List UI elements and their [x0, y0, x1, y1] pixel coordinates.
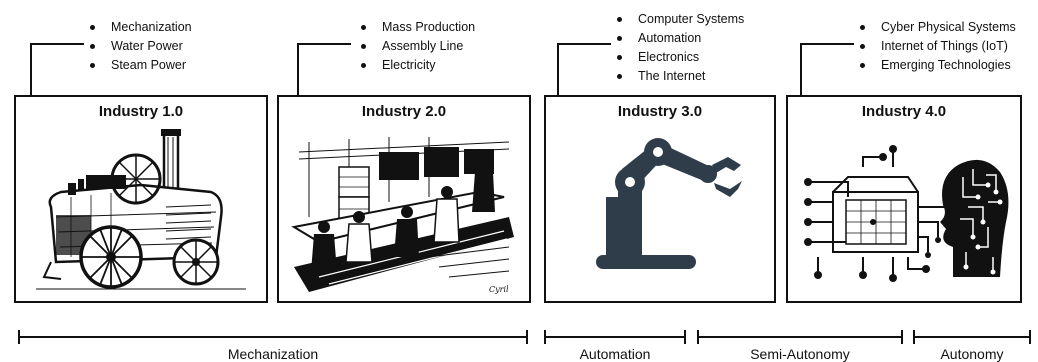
circuit-brain-head-icon	[804, 145, 1009, 282]
timeline-label-autonomy: Autonomy	[940, 346, 1004, 362]
card-industry-1: Industry 1.0	[14, 95, 268, 303]
card-title: Industry 3.0	[617, 103, 703, 120]
card-title: Industry 1.0	[98, 103, 184, 120]
feature-item: Assembly Line	[356, 37, 475, 56]
timeline-segment-semi-autonomy	[697, 330, 903, 344]
timeline-label-automation: Automation	[579, 346, 651, 362]
feature-list-industry-2: Mass Production Assembly Line Electricit…	[356, 18, 475, 75]
feature-item: Cyber Physical Systems	[855, 18, 1016, 37]
assembly-line-illustration: Cyril	[291, 137, 514, 294]
feature-item: The Internet	[612, 67, 744, 86]
card-title: Industry 2.0	[361, 103, 447, 120]
feature-item: Internet of Things (IoT)	[855, 37, 1016, 56]
robot-arm-icon	[596, 138, 742, 269]
timeline-segment-autonomy	[913, 330, 1031, 344]
connector-industry-4	[800, 43, 854, 97]
timeline-label-mechanization: Mechanization	[227, 346, 319, 362]
feature-item: Mass Production	[356, 18, 475, 37]
timeline-segment-automation	[544, 330, 686, 344]
steam-engine-illustration	[36, 129, 246, 290]
feature-list-industry-4: Cyber Physical Systems Internet of Thing…	[855, 18, 1016, 75]
card-title: Industry 4.0	[861, 103, 947, 120]
feature-item: Automation	[612, 29, 744, 48]
connector-industry-1	[30, 43, 84, 97]
card-industry-4: Industry 4.0	[786, 95, 1022, 303]
feature-item: Electricity	[356, 56, 475, 75]
timeline-label-semi-autonomy: Semi-Autonomy	[750, 346, 850, 362]
card-industry-2: Industry 2.0	[277, 95, 531, 303]
feature-item: Steam Power	[85, 56, 192, 75]
feature-list-industry-3: Computer Systems Automation Electronics …	[612, 10, 744, 86]
connector-industry-3	[557, 43, 611, 97]
feature-item: Mechanization	[85, 18, 192, 37]
feature-item: Computer Systems	[612, 10, 744, 29]
timeline-segment-mechanization	[18, 330, 528, 344]
feature-item: Electronics	[612, 48, 744, 67]
card-industry-3: Industry 3.0	[544, 95, 776, 303]
svg-text:Cyril: Cyril	[489, 285, 509, 294]
feature-list-industry-1: Mechanization Water Power Steam Power	[85, 18, 192, 75]
connector-industry-2	[297, 43, 351, 97]
feature-item: Water Power	[85, 37, 192, 56]
feature-item: Emerging Technologies	[855, 56, 1016, 75]
